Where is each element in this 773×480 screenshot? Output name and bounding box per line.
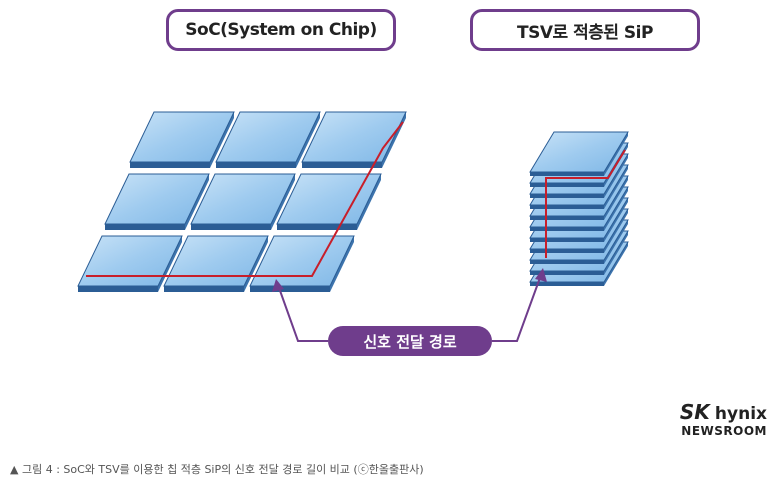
signal-path-label: 신호 전달 경로 — [328, 326, 492, 356]
connector-to-sip — [492, 274, 542, 342]
soc-signal-path — [86, 121, 404, 277]
logo-sub: NEWSROOM — [681, 424, 767, 438]
sk-hynix-newsroom-logo: SK hynix NEWSROOM — [680, 400, 767, 438]
soc-chip-tile-r3-c1 — [77, 235, 183, 292]
sip-title-box: TSV로 적층된 SiP — [470, 9, 700, 51]
soc-chip-tile-r1-c1 — [129, 111, 235, 168]
logo-brand: SK — [679, 400, 710, 424]
figure-caption: ▲ 그림 4 : SoC와 TSV를 이용한 칩 적층 SiP의 신호 전달 경… — [10, 463, 424, 476]
soc-chip-tile-r1-c2 — [215, 111, 321, 168]
sip-title-text: TSV로 적층된 SiP — [517, 22, 653, 43]
connector-sip-arrowhead — [535, 268, 547, 282]
soc-chip-tile-r2-c3 — [276, 173, 382, 230]
soc-chip-grid — [77, 111, 407, 292]
soc-chip-tile-r2-c1 — [104, 173, 210, 230]
connector-to-soc — [277, 284, 328, 342]
logo-product: hynix — [714, 404, 767, 424]
soc-chip-tile-r3-c2 — [163, 235, 269, 292]
soc-chip-tile-r2-c2 — [190, 173, 296, 230]
soc-title-box: SoC(System on Chip) — [166, 9, 396, 51]
soc-title-text: SoC(System on Chip) — [185, 20, 377, 40]
sip-signal-path — [545, 149, 626, 258]
sip-chip-layer-11 — [529, 131, 629, 176]
sip-chip-stack — [529, 131, 629, 286]
connector-soc-arrowhead — [272, 279, 284, 292]
